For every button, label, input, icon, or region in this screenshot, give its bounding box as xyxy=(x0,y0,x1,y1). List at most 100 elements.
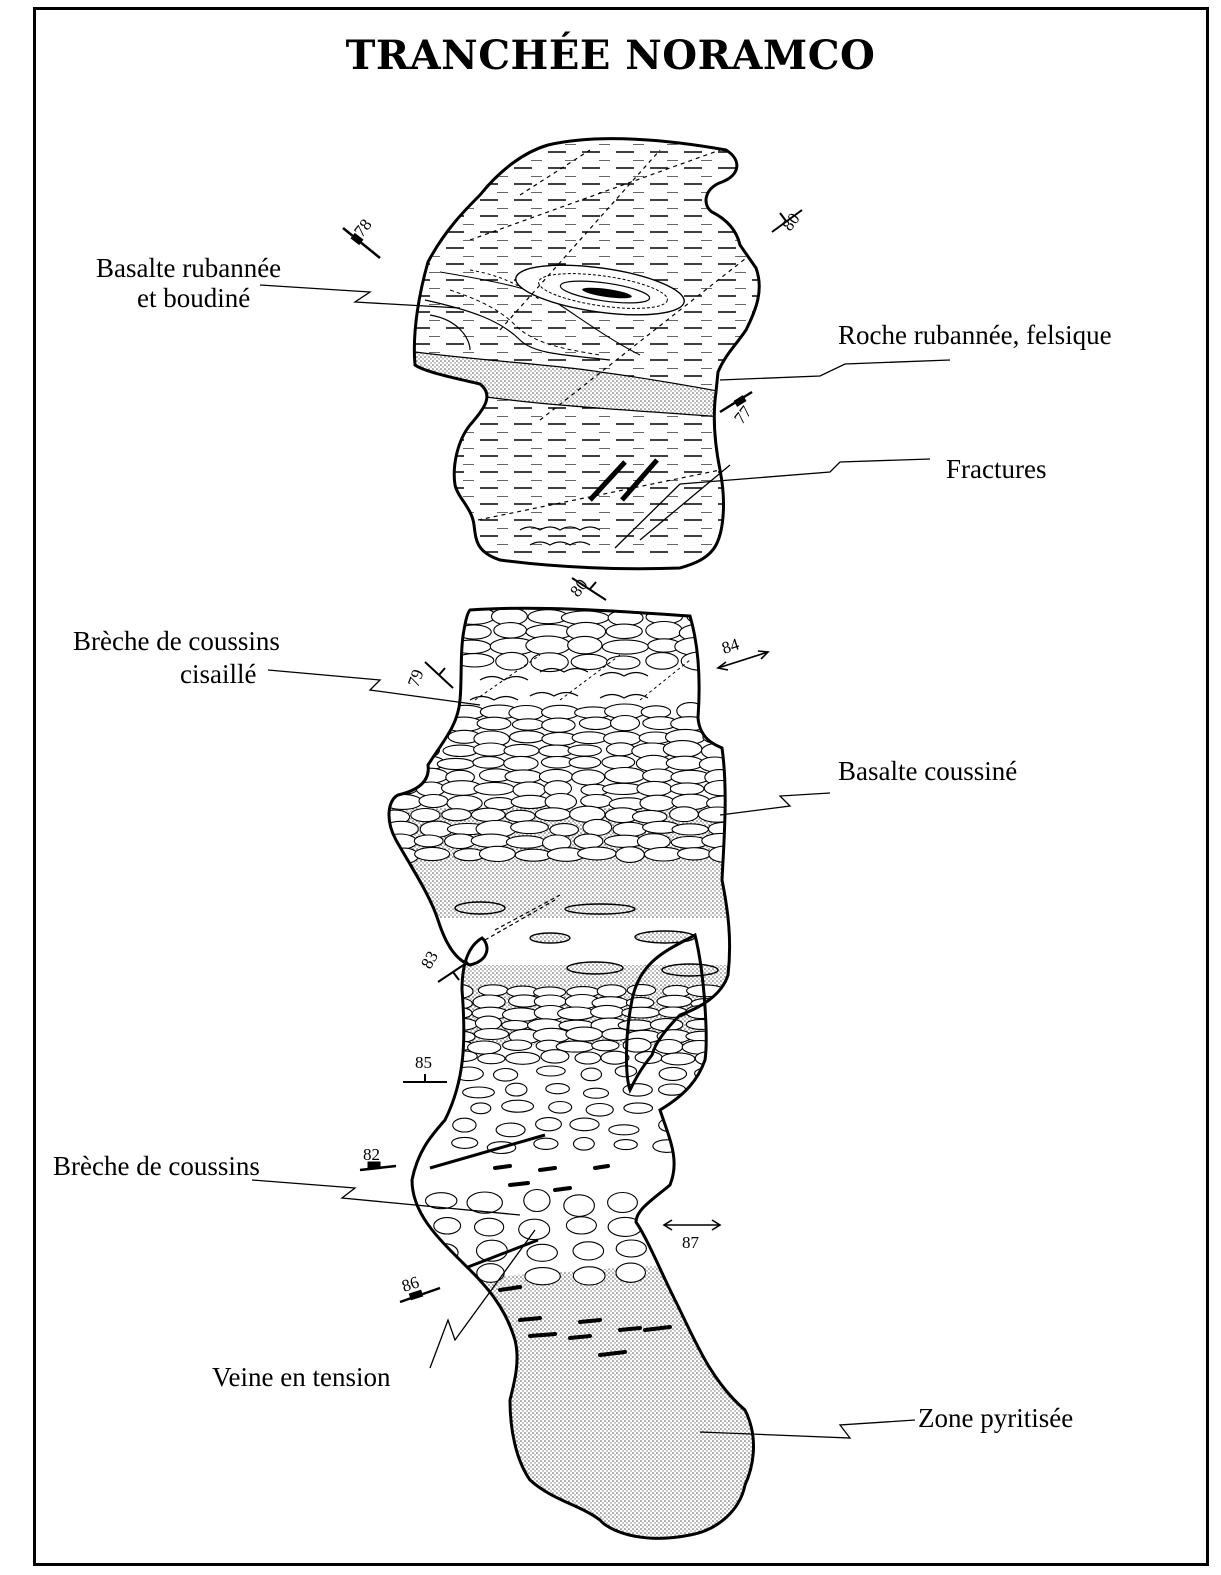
pillow-shape xyxy=(606,624,642,638)
pillow-shape xyxy=(452,640,491,653)
pillow-shape xyxy=(534,1138,558,1149)
pillow-shape xyxy=(566,1217,596,1234)
dip-87: 87 xyxy=(682,1233,700,1252)
pillow-shape xyxy=(704,781,739,796)
pillow-shape xyxy=(575,1052,601,1064)
pillow-shape xyxy=(511,821,549,834)
pillow-shape xyxy=(418,706,451,720)
label-basalte-coussine: Basalte coussiné xyxy=(838,756,1017,786)
pillow-shape xyxy=(682,1041,717,1055)
dip-80-mid: 80 xyxy=(566,575,591,600)
pillow-shape xyxy=(691,1141,715,1154)
pillow-shape xyxy=(581,795,612,808)
pillow-shape xyxy=(474,782,514,795)
pillow-shape xyxy=(686,1019,716,1029)
pillow-shape xyxy=(496,652,528,670)
pillow-shape xyxy=(609,1125,639,1135)
pillow-shape xyxy=(444,984,473,998)
pillow-shape xyxy=(686,1031,722,1041)
pillow-shape xyxy=(411,809,440,822)
pillow-shape xyxy=(526,636,571,655)
pillow-shape xyxy=(613,822,647,836)
pillow-shape xyxy=(713,997,750,1011)
pillow-shape xyxy=(388,1029,420,1039)
pillow-shape xyxy=(378,654,414,669)
pillow-shape xyxy=(471,834,511,847)
dip-85: 85 xyxy=(415,1053,432,1072)
pillow-shape xyxy=(412,639,459,652)
pillow-shape xyxy=(519,1219,550,1239)
pillow-shape xyxy=(571,654,607,669)
pillow-shape xyxy=(535,808,570,821)
pillow-shape xyxy=(473,757,505,769)
pillow-shape xyxy=(430,1265,463,1286)
label-breche-cisaille-1: Brèche de coussins xyxy=(73,626,280,656)
pillow-shape xyxy=(574,834,603,848)
pillow-shape xyxy=(659,1007,687,1017)
pillow-shape xyxy=(440,1018,478,1030)
pillow-shape xyxy=(444,998,472,1009)
pillow-shape xyxy=(578,847,617,860)
pillow-shape xyxy=(659,1067,686,1080)
pillow-shape xyxy=(413,718,451,730)
pillow-shape xyxy=(678,848,711,860)
pillow-shape xyxy=(414,623,456,638)
pillow-shape xyxy=(502,1100,534,1112)
pillow-shape xyxy=(506,1083,527,1096)
pillow-shape xyxy=(504,756,538,770)
pillow-shape xyxy=(382,717,413,733)
pillow-shape xyxy=(712,1102,733,1113)
label-fractures: Fractures xyxy=(946,454,1046,484)
pillow-shape xyxy=(653,1140,681,1153)
pillow-shape xyxy=(524,1190,550,1212)
pillow-shape xyxy=(383,771,412,785)
pillow-shape xyxy=(434,1218,461,1234)
pillow-shape xyxy=(448,1031,476,1042)
pillow-shape xyxy=(510,731,545,743)
pillow-shape xyxy=(605,768,645,784)
pillow-shape xyxy=(616,1263,645,1282)
pillow-shape xyxy=(564,1195,595,1217)
pillow-shape xyxy=(505,770,542,783)
pillow-shape xyxy=(503,1008,540,1021)
pillow-shape xyxy=(515,849,552,861)
upper-outcrop xyxy=(400,130,780,580)
pillow-shape xyxy=(452,1137,478,1148)
pillow-shape xyxy=(420,1028,446,1042)
pillow-shape xyxy=(506,810,536,822)
pillow-shape xyxy=(715,1008,741,1021)
pillow-shape xyxy=(591,1005,624,1018)
label-roche-rubannee: Roche rubannée, felsique xyxy=(838,320,1112,350)
pillow-shape xyxy=(415,847,450,860)
pillow-shape xyxy=(558,1007,595,1020)
pillow-shape xyxy=(382,1041,413,1053)
pillow-shape xyxy=(475,1016,501,1030)
pillow-shape xyxy=(541,1050,569,1063)
pillow-shape xyxy=(640,795,675,811)
pillow-shape xyxy=(411,1019,440,1031)
pillow-shape xyxy=(506,1052,540,1064)
pillow-shape xyxy=(572,770,605,785)
pillow-shape xyxy=(721,1029,750,1043)
pillow-shape xyxy=(381,1017,416,1031)
pillow-shape xyxy=(443,745,478,756)
pillow-shape xyxy=(437,758,474,769)
pillow-shape xyxy=(574,1138,595,1151)
pillow-shape xyxy=(388,1052,418,1065)
pillow-shape xyxy=(549,1102,572,1114)
pillow-shape xyxy=(409,729,446,743)
pillow-shape xyxy=(506,836,545,848)
label-basalte-rubannee-1: Basalte rubannée xyxy=(96,253,281,283)
pillow-shape xyxy=(383,733,416,745)
pillow-shape xyxy=(512,719,544,730)
pillow-shape xyxy=(579,717,612,729)
pillow-shape xyxy=(724,986,751,999)
pillow-shape xyxy=(503,1040,532,1050)
pillow-shape xyxy=(474,1029,508,1040)
pillow-shape xyxy=(409,1042,441,1052)
pillow-shape xyxy=(550,824,579,836)
pillow-shape xyxy=(709,846,743,862)
pillow-shape xyxy=(584,1088,609,1098)
pillow-shape xyxy=(385,983,421,997)
pillow-shape xyxy=(494,623,527,638)
